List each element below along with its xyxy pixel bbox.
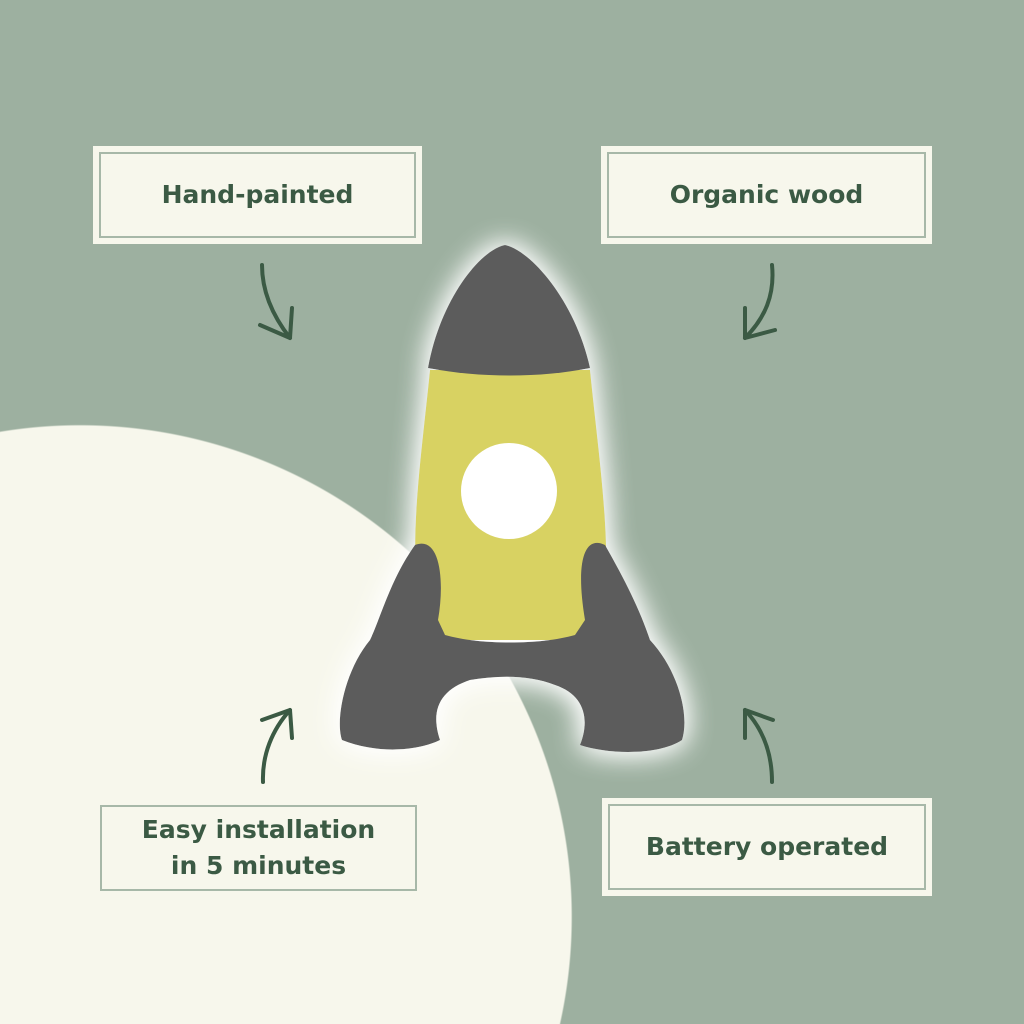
feature-frame: Easy installation in 5 minutes bbox=[100, 805, 417, 891]
arrow-icon bbox=[258, 263, 294, 340]
feature-label: Battery operated bbox=[645, 832, 889, 861]
feature-frame: Organic wood bbox=[607, 152, 926, 238]
feature-label: Easy installation bbox=[141, 815, 376, 844]
feature-frame: Battery operated bbox=[608, 804, 926, 890]
feature-hand-painted: Hand-painted bbox=[93, 146, 422, 244]
arrow-icon bbox=[743, 263, 777, 340]
feature-label: in 5 minutes bbox=[170, 851, 347, 880]
feature-battery-operated: Battery operated bbox=[602, 798, 932, 896]
arrow-icon bbox=[743, 708, 775, 784]
feature-organic-wood: Organic wood bbox=[601, 146, 932, 244]
feature-label: Organic wood bbox=[669, 180, 864, 209]
feature-frame: Hand-painted bbox=[99, 152, 416, 238]
feature-label: Hand-painted bbox=[161, 180, 354, 209]
arrow-icon bbox=[260, 708, 294, 784]
rocket-lamp-icon bbox=[339, 245, 685, 752]
feature-easy-installation: Easy installation in 5 minutes bbox=[100, 805, 417, 891]
